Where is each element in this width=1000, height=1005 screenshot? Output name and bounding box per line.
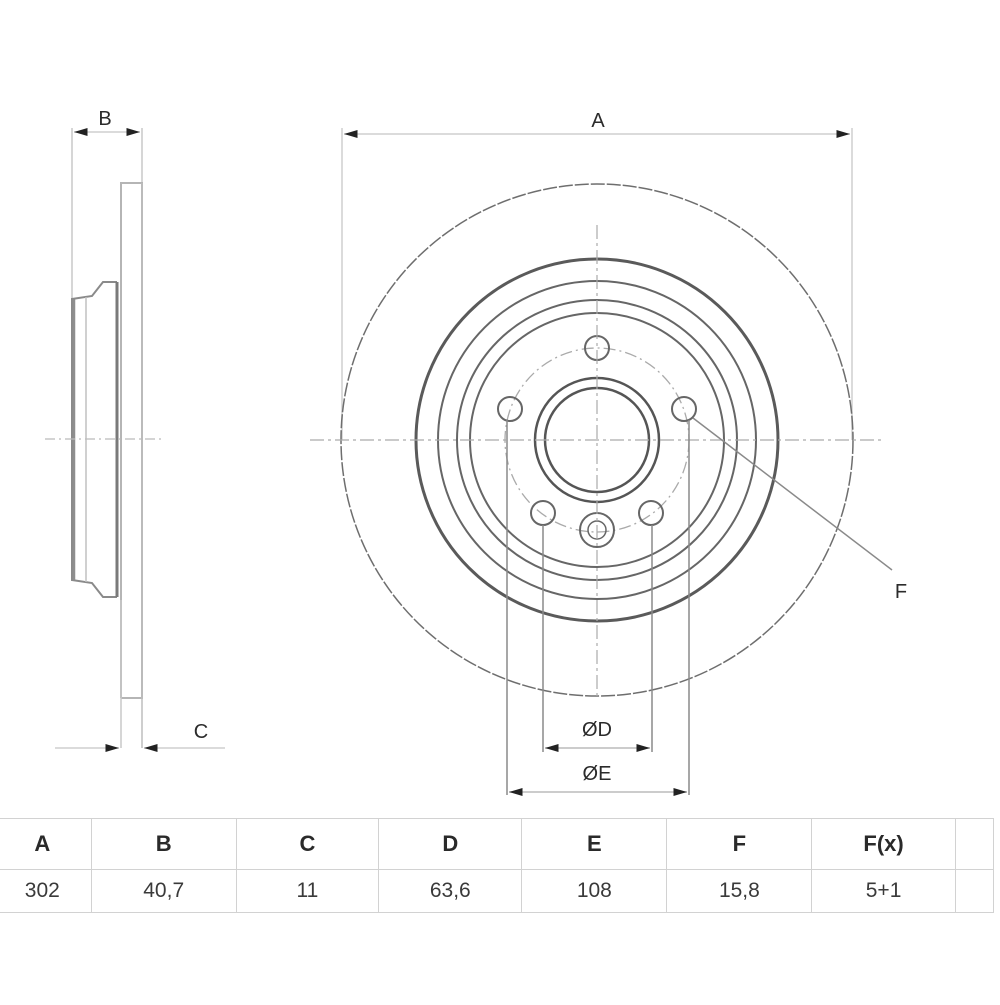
dim-label-f: F — [894, 581, 908, 603]
spec-table: A B C D E F F(x) 302 40,7 11 63,6 108 15… — [0, 818, 995, 913]
dim-label-c: C — [193, 721, 209, 743]
header-e: E — [521, 818, 668, 870]
value-c: 11 — [235, 869, 380, 913]
header-a: A — [0, 818, 92, 870]
spec-header-row: A B C D E F F(x) — [0, 818, 995, 870]
header-d: D — [378, 818, 523, 870]
header-fx: F(x) — [811, 818, 956, 870]
value-fx: 5+1 — [811, 869, 956, 913]
value-extra — [954, 869, 995, 913]
value-a: 302 — [0, 869, 92, 913]
side-view — [45, 127, 225, 753]
value-f: 15,8 — [666, 869, 813, 913]
header-extra — [954, 818, 995, 870]
header-c: C — [235, 818, 380, 870]
front-view — [310, 128, 893, 797]
dim-label-e: ØE — [582, 763, 612, 785]
header-f: F — [666, 818, 813, 870]
value-d: 63,6 — [378, 869, 523, 913]
dim-label-a: A — [591, 110, 605, 132]
value-e: 108 — [521, 869, 668, 913]
spec-value-row: 302 40,7 11 63,6 108 15,8 5+1 — [0, 869, 995, 913]
header-b: B — [90, 818, 237, 870]
dim-label-d: ØD — [582, 719, 612, 741]
dim-label-b: B — [98, 108, 112, 130]
value-b: 40,7 — [90, 869, 237, 913]
